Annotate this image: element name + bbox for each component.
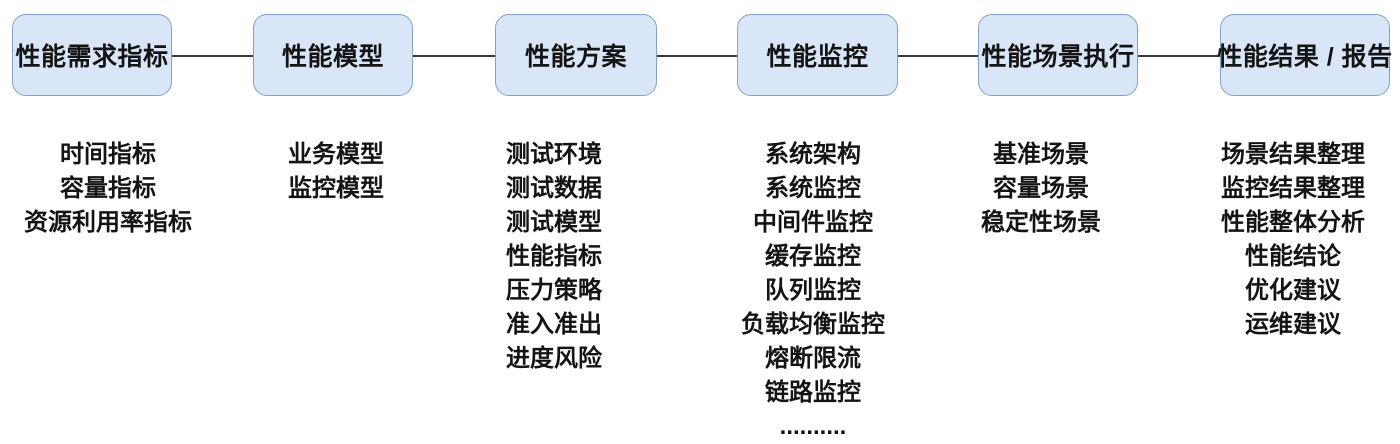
list-item: 性能结论 <box>1245 243 1341 270</box>
stage-list-requirement-metrics: 时间指标 容量指标 资源利用率指标 <box>0 138 228 240</box>
list-item: 中间件监控 <box>753 209 873 236</box>
list-item: 场景结果整理 <box>1221 141 1365 168</box>
list-item: 业务模型 <box>288 141 384 168</box>
stage-box-performance-monitoring: 性能监控 <box>737 14 898 96</box>
stage-box-performance-model: 性能模型 <box>253 14 413 96</box>
stage-list-performance-model: 业务模型 监控模型 <box>216 138 456 206</box>
list-item: 准入准出 <box>506 311 602 338</box>
list-item: 测试环境 <box>506 141 602 168</box>
list-item: 测试模型 <box>506 209 602 236</box>
stage-list-performance-plan: 测试环境 测试数据 测试模型 性能指标 压力策略 准入准出 进度风险 <box>434 138 674 376</box>
stage-list-scenario-execution: 基准场景 容量场景 稳定性场景 <box>921 138 1161 240</box>
ellipsis-dots: .......... <box>779 413 847 440</box>
stage-box-scenario-execution: 性能场景执行 <box>978 14 1138 96</box>
list-item: 性能整体分析 <box>1221 209 1365 236</box>
stage-list-results-report: 场景结果整理 监控结果整理 性能整体分析 性能结论 优化建议 运维建议 <box>1173 138 1400 342</box>
list-item: 优化建议 <box>1245 277 1341 304</box>
list-item: 监控结果整理 <box>1221 175 1365 202</box>
list-item: 系统架构 <box>765 141 861 168</box>
list-item: 容量场景 <box>993 175 1089 202</box>
list-item: 稳定性场景 <box>981 209 1101 236</box>
list-item: 性能指标 <box>506 243 602 270</box>
list-item: 链路监控 <box>765 379 861 406</box>
stage-title: 性能方案 <box>524 43 627 71</box>
list-item: 时间指标 <box>60 141 156 168</box>
list-item: 基准场景 <box>993 141 1089 168</box>
list-item: 队列监控 <box>765 277 861 304</box>
stage-title: 性能场景执行 <box>981 43 1135 71</box>
stage-box-results-report: 性能结果 / 报告 <box>1217 14 1393 96</box>
connector-line <box>92 55 1305 57</box>
stage-list-performance-monitoring: 系统架构 系统监控 中间件监控 缓存监控 队列监控 负载均衡监控 熔断限流 链路… <box>693 138 933 444</box>
stage-title: 性能结果 / 报告 <box>1217 43 1393 71</box>
list-item: 缓存监控 <box>765 243 861 270</box>
list-item: 进度风险 <box>506 345 602 372</box>
stage-box-performance-plan: 性能方案 <box>495 14 657 96</box>
stage-title: 性能监控 <box>766 43 869 71</box>
stage-title: 性能模型 <box>281 43 384 71</box>
list-item: 资源利用率指标 <box>24 209 192 236</box>
stage-title: 性能需求指标 <box>15 43 169 71</box>
stage-box-requirement-metrics: 性能需求指标 <box>12 14 172 96</box>
list-item: 监控模型 <box>288 175 384 202</box>
list-item: 测试数据 <box>506 175 602 202</box>
list-item: 运维建议 <box>1245 311 1341 338</box>
list-item: 负载均衡监控 <box>741 311 885 338</box>
list-item: 系统监控 <box>765 175 861 202</box>
list-item: 压力策略 <box>506 277 602 304</box>
list-item: 容量指标 <box>60 175 156 202</box>
list-item: 熔断限流 <box>765 345 861 372</box>
